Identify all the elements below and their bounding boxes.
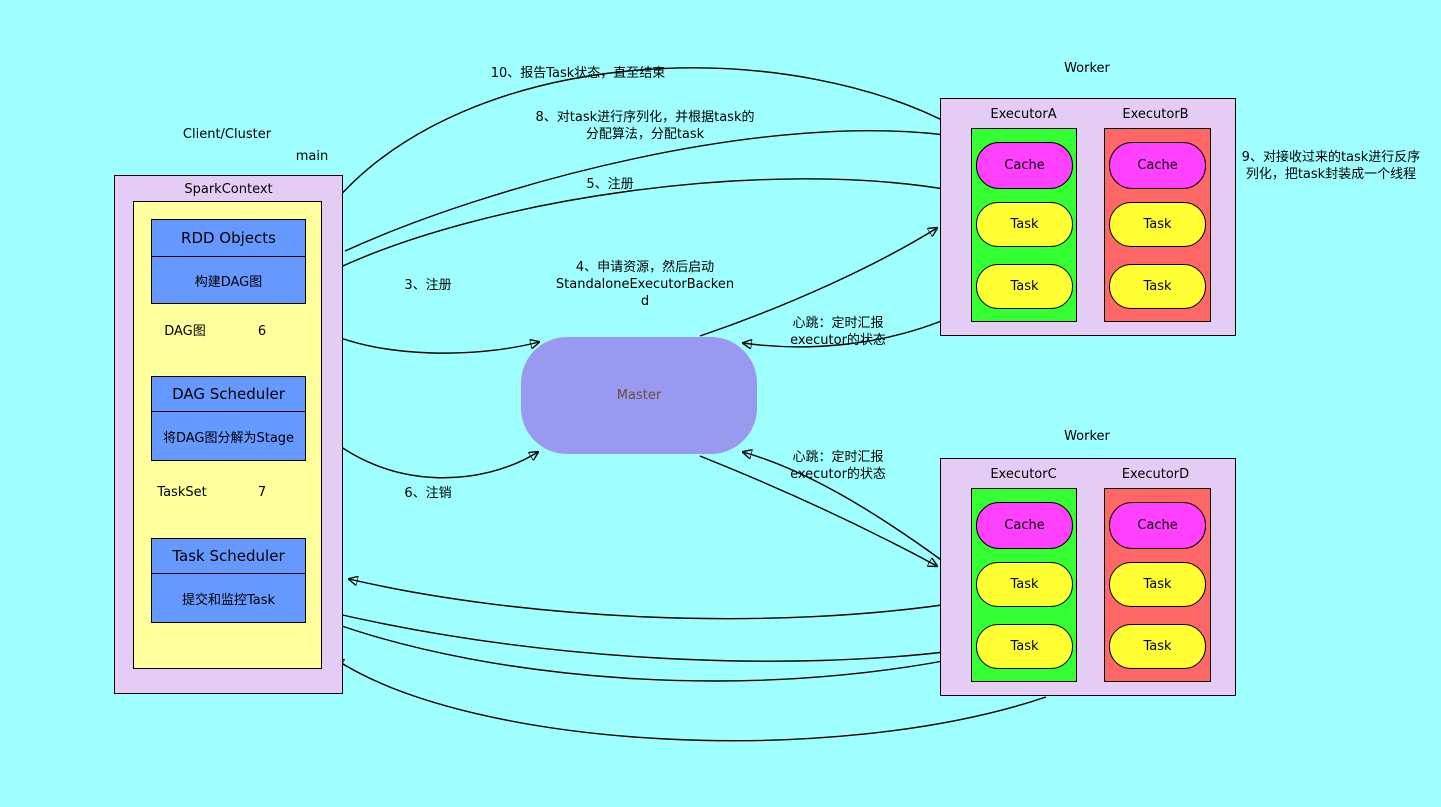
worker-bottom-label: Worker bbox=[1064, 429, 1110, 444]
annotation-step9: 9、对接收过来的task进行反序列化，把task封装成一个线程 bbox=[1241, 150, 1421, 182]
worker-top-box: ExecutorA ExecutorB Cache Task Task Cach… bbox=[940, 98, 1236, 336]
arrow-worker-to-scheduler-2 bbox=[333, 623, 970, 682]
executor-a-box: Cache Task Task bbox=[971, 128, 1077, 322]
annotation-step4: 4、申请资源，然后启动StandaloneExecutorBackend bbox=[555, 260, 735, 309]
rdd-objects-subtitle-box: 构建DAG图 bbox=[151, 256, 306, 304]
taskset-flow-number: 7 bbox=[257, 485, 267, 500]
arrow-worker-to-scheduler-1 bbox=[349, 579, 970, 620]
annotation-heartbeat-top: 心跳：定时汇报executor的状态 bbox=[790, 316, 886, 348]
executor-a-task-2: Task bbox=[976, 264, 1073, 309]
annotation-step3: 3、注册 bbox=[404, 278, 452, 293]
annotation-step5: 5、注册 bbox=[586, 177, 634, 192]
executor-b-label: ExecutorB bbox=[1122, 107, 1189, 122]
annotation-heartbeat-bottom: 心跳：定时汇报executor的状态 bbox=[790, 450, 886, 482]
executor-c-label: ExecutorC bbox=[990, 467, 1057, 482]
dag-scheduler-subtitle-box: 将DAG图分解为Stage bbox=[151, 411, 306, 461]
worker-top-label: Worker bbox=[1064, 61, 1110, 76]
dag-flow-label: DAG图 bbox=[164, 324, 206, 339]
executor-d-box: Cache Task Task bbox=[1104, 488, 1211, 682]
executor-b-cache: Cache bbox=[1109, 142, 1206, 189]
executor-c-task-1: Task bbox=[976, 562, 1073, 607]
executor-d-label: ExecutorD bbox=[1121, 467, 1190, 482]
sparkcontext-title: SparkContext bbox=[184, 182, 273, 197]
executor-c-cache: Cache bbox=[976, 502, 1073, 549]
master-node: Master bbox=[521, 337, 757, 454]
executor-b-task-1: Task bbox=[1109, 202, 1206, 247]
arrow-unregister bbox=[320, 430, 538, 479]
task-scheduler-box: Task Scheduler bbox=[151, 538, 306, 574]
rdd-objects-box: RDD Objects bbox=[151, 219, 306, 257]
executor-c-box: Cache Task Task bbox=[971, 488, 1077, 682]
executor-b-box: Cache Task Task bbox=[1104, 128, 1211, 322]
executor-d-cache: Cache bbox=[1109, 502, 1206, 549]
executor-a-cache: Cache bbox=[976, 142, 1073, 189]
main-label: main bbox=[295, 149, 329, 164]
executor-c-task-2: Task bbox=[976, 624, 1073, 669]
task-scheduler-subtitle-box: 提交和监控Task bbox=[151, 573, 306, 623]
annotation-step6: 6、注销 bbox=[404, 486, 452, 501]
sparkcontext-container: SparkContext RDD Objects 构建DAG图 DAG Sche… bbox=[114, 175, 343, 694]
executor-a-task-1: Task bbox=[976, 202, 1073, 247]
worker-bottom-box: ExecutorC ExecutorD Cache Task Task Cach… bbox=[940, 458, 1236, 696]
arrow-scheduler-to-worker bbox=[324, 610, 961, 662]
executor-d-task-1: Task bbox=[1109, 562, 1206, 607]
master-label: Master bbox=[616, 388, 662, 403]
executor-b-task-2: Task bbox=[1109, 264, 1206, 309]
executor-d-task-2: Task bbox=[1109, 624, 1206, 669]
arrow-register-master bbox=[320, 329, 539, 354]
dag-flow-number: 6 bbox=[257, 324, 267, 339]
dag-scheduler-box: DAG Scheduler bbox=[151, 376, 306, 412]
executor-a-label: ExecutorA bbox=[990, 107, 1057, 122]
sparkcontext-body: RDD Objects 构建DAG图 DAG Scheduler 将DAG图分解… bbox=[133, 201, 322, 669]
taskset-flow-label: TaskSet bbox=[157, 485, 207, 500]
annotation-step8: 8、对task进行序列化，并根据task的分配算法，分配task bbox=[535, 110, 755, 142]
client-cluster-label: Client/Cluster bbox=[182, 127, 272, 142]
annotation-step10: 10、报告Task状态，直至结束 bbox=[490, 66, 666, 81]
